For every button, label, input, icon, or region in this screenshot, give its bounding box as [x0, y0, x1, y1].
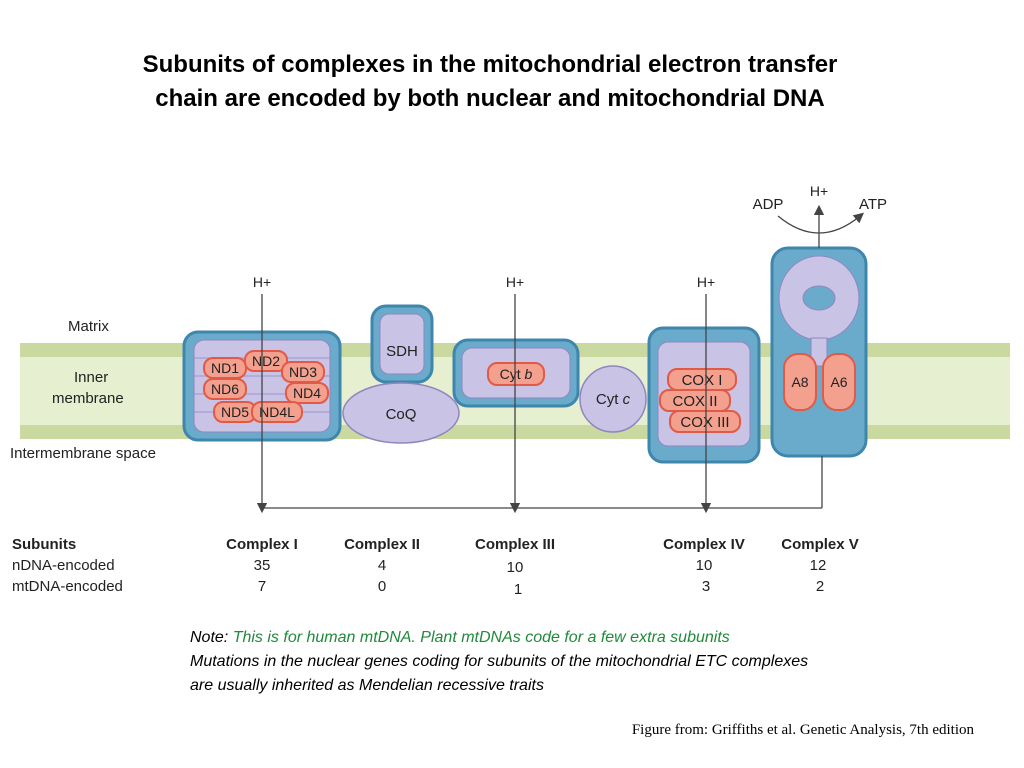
- cox3-label: COX III: [680, 414, 729, 431]
- cox3-gene: COX III: [669, 410, 741, 433]
- cox2-label: COX II: [672, 393, 717, 410]
- title-line-1: Subunits of complexes in the mitochondri…: [142, 51, 838, 78]
- proton-label-complex-v: H+: [810, 183, 828, 199]
- note-block: Note: This is for human mtDNA. Plant mtD…: [190, 626, 990, 698]
- complex-i-ndna: 35: [254, 557, 271, 574]
- nd2-gene: ND2: [244, 350, 288, 372]
- note-green-text: This is for human mtDNA. Plant mtDNAs co…: [232, 629, 730, 646]
- figure-credit: Figure from: Griffiths et al. Genetic An…: [631, 722, 974, 738]
- cyt-c-circle: Cyt c: [579, 365, 647, 433]
- title-line-2: chain are encoded by both nuclear and mi…: [155, 85, 825, 112]
- complex-ii-header: Complex II: [344, 536, 420, 553]
- complex-v-ndna: 12: [810, 557, 827, 574]
- nd5-label: ND5: [221, 404, 249, 420]
- proton-label-complex-iv: H+: [697, 274, 715, 290]
- adp-atp-arrow: [777, 212, 865, 234]
- a6-gene: A6: [822, 353, 856, 411]
- row-label-mtdna: mtDNA-encoded: [12, 578, 123, 595]
- complex-ii-mtdna: 0: [378, 578, 386, 595]
- proton-label-complex-iii: H+: [506, 274, 524, 290]
- complex-iv-ndna: 10: [696, 557, 713, 574]
- complex-iii-header: Complex III: [475, 536, 555, 553]
- complex-i-mtdna: 7: [258, 578, 266, 595]
- note-line-3: are usually inherited as Mendelian reces…: [190, 677, 544, 694]
- complex-iv: COX I COX II COX III: [647, 326, 761, 464]
- cyt-c-label: Cyt c: [596, 391, 631, 408]
- f1-head: [778, 255, 860, 341]
- complex-i: ND1 ND2 ND3 ND6 ND4 ND5 ND4L: [182, 330, 342, 442]
- nd2-label: ND2: [252, 353, 280, 369]
- adp-label: ADP: [753, 196, 784, 213]
- atp-label: ATP: [859, 196, 887, 213]
- page-title: Subunits of complexes in the mitochondri…: [40, 48, 940, 116]
- nd4-label: ND4: [293, 385, 321, 401]
- row-label-ndna: nDNA-encoded: [12, 557, 115, 574]
- sdh-label: SDH: [386, 343, 418, 360]
- complex-ii-ndna: 4: [378, 557, 386, 574]
- coq-ellipse: CoQ: [342, 382, 460, 444]
- nd4l-gene: ND4L: [251, 401, 303, 423]
- complex-i-header: Complex I: [226, 536, 298, 553]
- nd6-label: ND6: [211, 381, 239, 397]
- complex-iv-mtdna: 3: [702, 578, 710, 595]
- nd6-gene: ND6: [203, 378, 247, 400]
- cox1-label: COX I: [682, 372, 723, 389]
- complex-iii: Cyt b: [452, 338, 580, 408]
- complex-iii-ndna: 10: [507, 559, 524, 576]
- nd4l-label: ND4L: [259, 404, 295, 420]
- a8-label: A8: [791, 374, 808, 390]
- matrix-label: Matrix: [68, 318, 109, 335]
- note-line-2: Mutations in the nuclear genes coding fo…: [190, 653, 809, 670]
- a8-gene: A8: [783, 353, 817, 411]
- nd3-gene: ND3: [281, 361, 325, 383]
- proton-arrows: [256, 204, 825, 514]
- nd4-gene: ND4: [285, 382, 329, 404]
- intermembrane-space-label: Intermembrane space: [10, 445, 156, 462]
- complex-v: A8 A6: [770, 246, 868, 458]
- inner-membrane-label-1: Inner: [74, 369, 108, 386]
- nd1-gene: ND1: [203, 357, 247, 379]
- note-line-1: Note: This is for human mtDNA. Plant mtD…: [190, 626, 990, 650]
- a6-label: A6: [830, 374, 847, 390]
- nd5-gene: ND5: [213, 401, 257, 423]
- complex-v-mtdna: 2: [816, 578, 824, 595]
- complex-v-header: Complex V: [781, 536, 859, 553]
- complex-ii: SDH: [370, 304, 434, 384]
- inner-membrane-label-2: membrane: [52, 390, 124, 407]
- cyt-b-gene: Cyt b: [487, 362, 545, 386]
- table-header: Subunits: [12, 536, 76, 553]
- complex-iv-header: Complex IV: [663, 536, 745, 553]
- coq-label: CoQ: [386, 406, 417, 423]
- cox1-gene: COX I: [667, 368, 737, 391]
- proton-label-complex-i: H+: [253, 274, 271, 290]
- subunits-table: Subunits nDNA-encoded mtDNA-encoded Comp…: [12, 536, 859, 598]
- note-prefix: Note:: [190, 629, 229, 646]
- cyt-b-label: Cyt b: [500, 366, 533, 382]
- nd1-label: ND1: [211, 360, 239, 376]
- nd3-label: ND3: [289, 364, 317, 380]
- cox2-gene: COX II: [659, 389, 731, 412]
- complex-iii-mtdna: 1: [514, 581, 522, 598]
